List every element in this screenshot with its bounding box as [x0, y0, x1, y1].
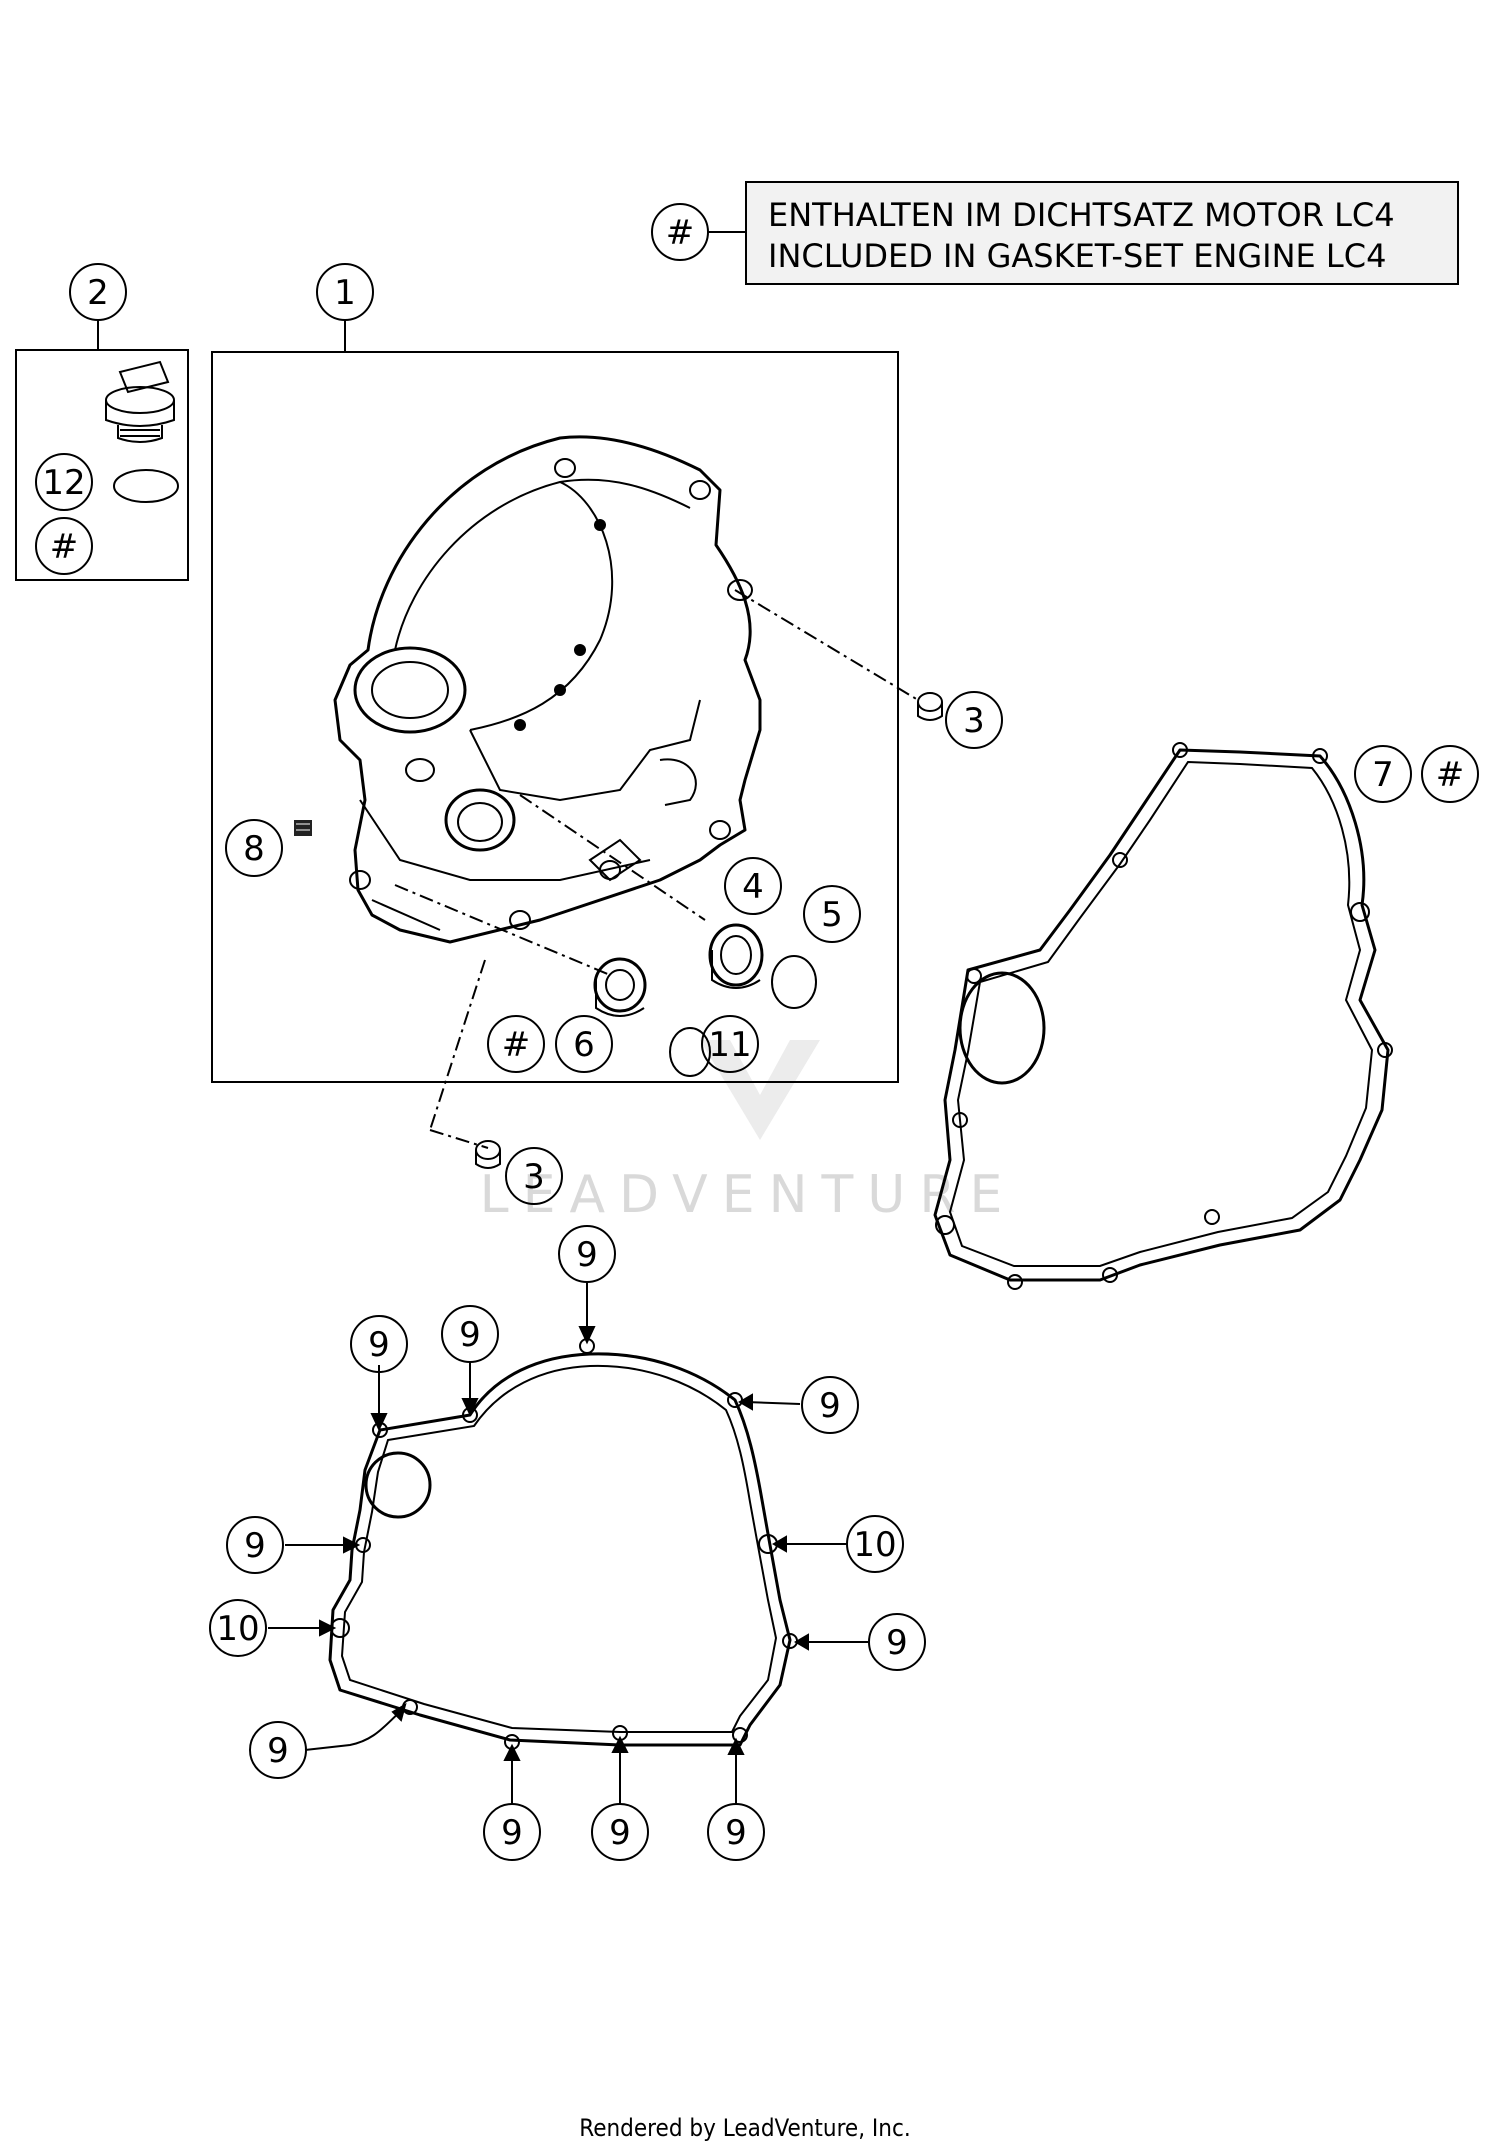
callout-3a: 3	[945, 691, 1003, 749]
callout-9c: 9	[441, 1305, 499, 1363]
svg-text:5: 5	[821, 895, 843, 935]
callout-9g: 9	[249, 1721, 307, 1779]
legend-marker: #	[666, 213, 695, 253]
svg-text:11: 11	[708, 1025, 751, 1065]
watermark-text: LEADVENTURE	[480, 1165, 1017, 1225]
legend: # ENTHALTEN IM DICHTSATZ MOTOR LC4 INCLU…	[651, 181, 1459, 285]
svg-text:9: 9	[576, 1235, 598, 1275]
callout-9e: 9	[226, 1516, 284, 1574]
svg-text:6: 6	[573, 1025, 595, 1065]
svg-text:4: 4	[742, 867, 764, 907]
svg-text:2: 2	[87, 273, 109, 313]
svg-text:9: 9	[368, 1325, 390, 1365]
svg-text:1: 1	[334, 273, 356, 313]
svg-text:3: 3	[963, 701, 985, 741]
callout-11: 11	[701, 1015, 759, 1073]
svg-text:3: 3	[523, 1157, 545, 1197]
gasket-leaders	[268, 1282, 868, 1805]
circlip-5	[771, 955, 817, 1009]
callout-9f: 9	[868, 1613, 926, 1671]
svg-text:9: 9	[609, 1813, 631, 1853]
callout-4: 4	[724, 857, 782, 915]
svg-text:#: #	[1436, 755, 1465, 795]
gasket-bottom	[328, 1338, 798, 1750]
callout-12: 12	[35, 453, 93, 511]
svg-text:9: 9	[244, 1526, 266, 1566]
callout-hash-c: #	[487, 1015, 545, 1073]
callout-1: 1	[316, 263, 374, 321]
svg-text:#: #	[502, 1025, 531, 1065]
svg-text:12: 12	[42, 463, 85, 503]
svg-text:7: 7	[1372, 755, 1394, 795]
screw-8	[294, 820, 312, 836]
svg-text:9: 9	[819, 1386, 841, 1426]
shaft-seal-4	[708, 923, 764, 989]
clutch-cover-group	[211, 320, 919, 1149]
svg-text:9: 9	[267, 1731, 289, 1771]
gasket-7	[933, 742, 1393, 1290]
callout-9j: 9	[707, 1803, 765, 1861]
callout-10a: 10	[846, 1515, 904, 1573]
legend-line-1: ENTHALTEN IM DICHTSATZ MOTOR LC4	[768, 196, 1395, 234]
svg-text:8: 8	[243, 829, 265, 869]
svg-text:9: 9	[501, 1813, 523, 1853]
circlip-11	[669, 1027, 711, 1077]
svg-text:9: 9	[459, 1315, 481, 1355]
callout-2: 2	[69, 263, 127, 321]
o-ring-12	[113, 469, 179, 503]
oil-plug-group	[15, 320, 189, 581]
callout-hash-a: #	[35, 517, 93, 575]
svg-text:9: 9	[725, 1813, 747, 1853]
callout-3b: 3	[505, 1147, 563, 1205]
callout-5: 5	[803, 885, 861, 943]
svg-text:10: 10	[853, 1525, 896, 1565]
legend-box	[745, 181, 1459, 285]
watermark: LEADVENTURE	[480, 1040, 1017, 1225]
shaft-seal-6	[593, 957, 647, 1013]
callout-9d: 9	[801, 1376, 859, 1434]
dowel-pin-3a	[917, 692, 943, 721]
callout-9i: 9	[591, 1803, 649, 1861]
callouts: 2 1 12 # 3 7 # 8 4 5 # 6 11 3 9 9	[35, 263, 1479, 1861]
clutch-cover-box	[211, 351, 899, 1083]
svg-text:10: 10	[216, 1609, 259, 1649]
dowel-pin-3b	[475, 1140, 501, 1169]
callout-9b: 9	[350, 1315, 408, 1373]
footer-credit: Rendered by LeadVenture, Inc.	[579, 2114, 910, 2142]
legend-line-2: INCLUDED IN GASKET-SET ENGINE LC4	[768, 237, 1386, 275]
callout-6: 6	[555, 1015, 613, 1073]
callout-10b: 10	[209, 1599, 267, 1657]
oil-filler-plug	[105, 360, 175, 443]
callout-9h: 9	[483, 1803, 541, 1861]
svg-text:#: #	[50, 527, 79, 567]
clutch-cover	[333, 435, 762, 944]
callout-9a: 9	[558, 1225, 616, 1283]
oil-plug-box	[15, 349, 189, 581]
callout-hash-b: #	[1421, 745, 1479, 803]
callout-7: 7	[1354, 745, 1412, 803]
callout-8: 8	[225, 819, 283, 877]
svg-text:9: 9	[886, 1623, 908, 1663]
